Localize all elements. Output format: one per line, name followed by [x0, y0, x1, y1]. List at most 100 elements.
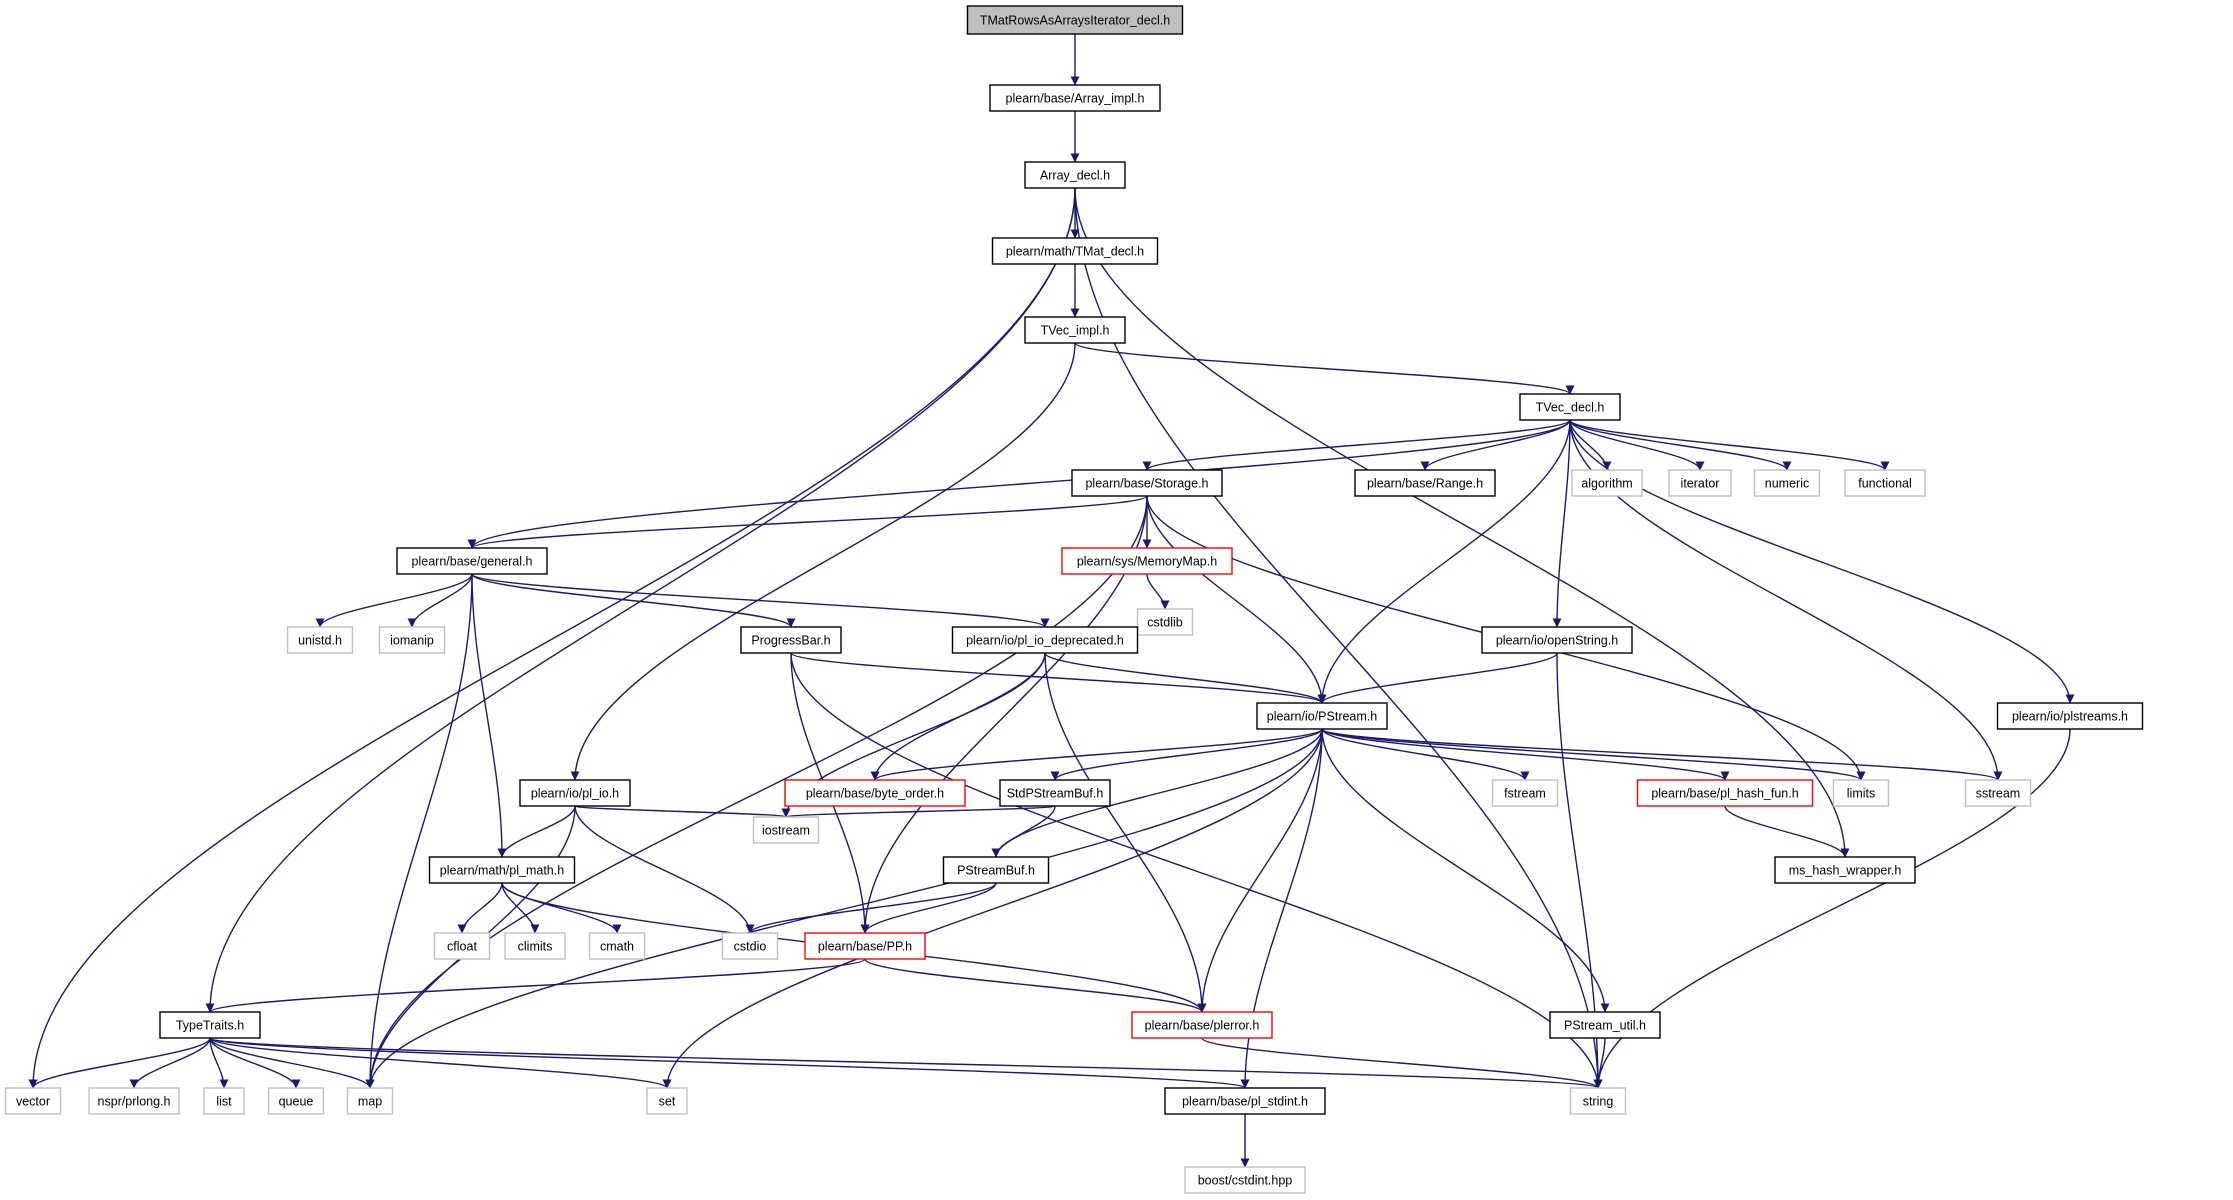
node-root[interactable]: TMatRowsAsArraysIterator_decl.h: [966, 5, 1184, 35]
node-label: PStreamBuf.h: [957, 864, 1035, 878]
edge-pstream-to-set: [662, 728, 1323, 1089]
node-box: [991, 237, 1159, 265]
node-box: [784, 779, 966, 807]
node-box: [1636, 779, 1814, 807]
node-box: [1519, 393, 1621, 421]
node-label: nspr/prlong.h: [98, 1095, 171, 1109]
node-label: string: [1583, 1095, 1614, 1109]
node-label: numeric: [1765, 477, 1809, 491]
node-plerror[interactable]: plearn/base/plerror.h: [1131, 1011, 1273, 1039]
node-pstream-util[interactable]: PStream_util.h: [1549, 1011, 1661, 1039]
node-box: [1131, 1011, 1273, 1039]
node-pl-io[interactable]: plearn/io/pl_io.h: [519, 779, 631, 807]
node-box: [1354, 469, 1496, 497]
node-vector: vector: [4, 1087, 62, 1115]
edge-array_decl-to-ms_hash_wrapper: [1074, 187, 1850, 858]
node-byte-order[interactable]: plearn/base/byte_order.h: [784, 779, 966, 807]
node-label: vector: [16, 1095, 50, 1109]
node-fstream: fstream: [1491, 779, 1559, 807]
node-pp[interactable]: plearn/base/PP.h: [804, 932, 926, 960]
node-plstreams[interactable]: plearn/io/plstreams.h: [1996, 702, 2144, 730]
node-label: sstream: [1976, 787, 2020, 801]
node-pl-stdint[interactable]: plearn/base/pl_stdint.h: [1164, 1087, 1326, 1115]
node-label: iostream: [762, 824, 810, 838]
node-label: plearn/io/pl_io_deprecated.h: [966, 634, 1124, 648]
node-box: [1774, 856, 1916, 884]
node-label: climits: [518, 940, 553, 954]
node-tvec-decl[interactable]: TVec_decl.h: [1519, 393, 1621, 421]
node-cstdio: cstdio: [721, 932, 779, 960]
edge-pl_io_deprecated-to-plerror: [1044, 652, 1207, 1013]
node-label: plearn/base/PP.h: [818, 940, 912, 954]
edge-pstreambuf-to-pp: [860, 882, 997, 934]
node-label: TVec_decl.h: [1536, 401, 1605, 415]
node-box: [1844, 469, 1926, 497]
node-label: plearn/base/pl_stdint.h: [1182, 1095, 1308, 1109]
node-pl-hash-fun[interactable]: plearn/base/pl_hash_fun.h: [1636, 779, 1814, 807]
edge-general-to-unistd: [315, 573, 473, 628]
edge-typetraits-to-set: [209, 1037, 672, 1089]
node-tvec-impl[interactable]: TVec_impl.h: [1024, 316, 1126, 344]
edge-pp-to-typetraits: [205, 958, 866, 1013]
edge-tvec_decl-to-functional: [1569, 419, 1890, 471]
node-box: [504, 932, 566, 960]
node-ms-hash-wrapper[interactable]: ms_hash_wrapper.h: [1774, 856, 1916, 884]
edge-pl_hash_fun-to-ms_hash_wrapper: [1724, 805, 1850, 858]
node-typetraits[interactable]: TypeTraits.h: [159, 1011, 261, 1039]
edge-typetraits-to-pl_stdint: [209, 1037, 1249, 1089]
node-box: [740, 626, 842, 654]
node-label: StdPStreamBuf.h: [1007, 787, 1104, 801]
edge-general-to-iomanip: [407, 573, 473, 628]
node-box: [989, 84, 1161, 112]
node-box: [159, 1011, 261, 1039]
node-sstream: sstream: [1964, 779, 2032, 807]
node-label: plearn/base/plerror.h: [1145, 1019, 1260, 1033]
edge-array_decl-to-vector: [28, 187, 1076, 1089]
edge-pstream-to-stdpstreambuf: [1050, 728, 1323, 781]
edge-general-to-map: [365, 573, 473, 1089]
node-box: [433, 932, 491, 960]
node-general[interactable]: plearn/base/general.h: [396, 547, 548, 575]
node-memorymap[interactable]: plearn/sys/MemoryMap.h: [1061, 547, 1233, 575]
node-storage[interactable]: plearn/base/Storage.h: [1071, 469, 1223, 497]
node-box: [1549, 1011, 1661, 1039]
node-pstreambuf[interactable]: PStreamBuf.h: [942, 856, 1050, 884]
node-stdpstreambuf[interactable]: StdPStreamBuf.h: [999, 779, 1111, 807]
edge-typetraits-to-string: [209, 1037, 1602, 1089]
node-label: iterator: [1681, 477, 1720, 491]
edge-pstreambuf-to-cstdio: [745, 882, 997, 934]
node-tmat-decl[interactable]: plearn/math/TMat_decl.h: [991, 237, 1159, 265]
node-functional: functional: [1844, 469, 1926, 497]
edge-plerror-to-string: [1201, 1037, 1603, 1089]
edge-typetraits-to-list: [209, 1037, 229, 1089]
node-pl-math[interactable]: plearn/math/pl_math.h: [428, 856, 576, 884]
node-range[interactable]: plearn/base/Range.h: [1354, 469, 1496, 497]
node-unistd: unistd.h: [286, 626, 354, 654]
node-box: [1024, 161, 1126, 189]
node-progressbar[interactable]: ProgressBar.h: [740, 626, 842, 654]
node-box: [1024, 316, 1126, 344]
node-array-impl[interactable]: plearn/base/Array_impl.h: [989, 84, 1161, 112]
node-openstring[interactable]: plearn/io/openString.h: [1481, 626, 1633, 654]
edge-pl_io_deprecated-to-pstream: [1044, 652, 1327, 704]
node-label: queue: [279, 1095, 314, 1109]
node-array-decl[interactable]: Array_decl.h: [1024, 161, 1126, 189]
node-box: [588, 932, 646, 960]
edge-general-to-pl_math: [471, 573, 507, 858]
node-label: cstdlib: [1147, 616, 1182, 630]
edge-tvec_decl-to-iterator: [1569, 419, 1705, 471]
node-label: plearn/math/TMat_decl.h: [1006, 245, 1144, 259]
node-box: [1832, 779, 1890, 807]
node-numeric: numeric: [1753, 469, 1821, 497]
node-label: ProgressBar.h: [751, 634, 830, 648]
node-pstream[interactable]: plearn/io/PStream.h: [1256, 702, 1388, 730]
node-string: string: [1569, 1087, 1627, 1115]
edge-pp-to-plerror: [864, 958, 1207, 1013]
node-label: cstdio: [734, 940, 767, 954]
node-box: [1184, 1166, 1306, 1194]
edge-pl_math-to-cfloat: [457, 882, 503, 934]
edge-storage-to-map: [365, 495, 1148, 1089]
node-pl-io-deprecated[interactable]: plearn/io/pl_io_deprecated.h: [951, 626, 1139, 654]
edge-pstream-to-fstream: [1321, 728, 1530, 781]
